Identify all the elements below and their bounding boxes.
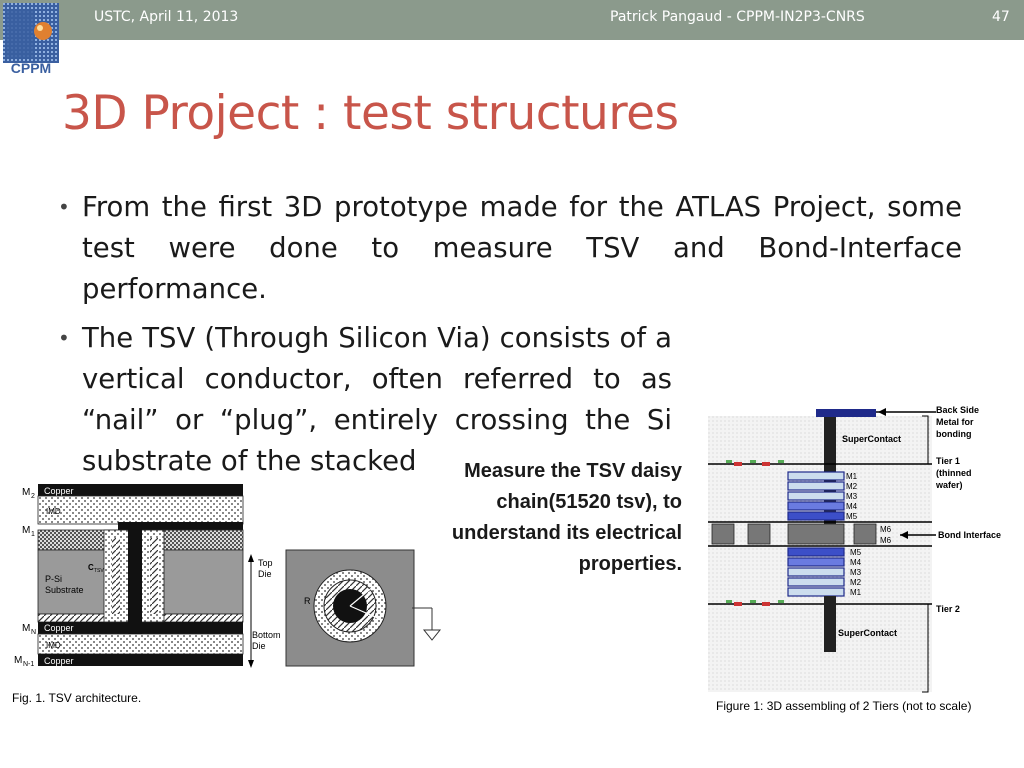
- label-mn: M: [22, 623, 30, 634]
- imd-top-label: IMD: [46, 507, 61, 516]
- svg-text:M6: M6: [880, 525, 892, 534]
- svg-text:M3: M3: [850, 568, 862, 577]
- svg-text:M1: M1: [846, 472, 858, 481]
- bond-interface-label: Bond Interface: [938, 530, 1001, 540]
- 3d-assembling-figure: Back Side Metal for bonding SuperContact…: [704, 400, 1019, 724]
- imd-bottom-label: IMD: [46, 641, 61, 650]
- psi-label: P-Si: [45, 574, 62, 584]
- fig1-caption: Fig. 1. TSV architecture.: [12, 691, 141, 705]
- svg-text:M4: M4: [850, 558, 862, 567]
- bullet-item: From the first 3D prototype made for the…: [58, 187, 962, 310]
- svg-text:N: N: [31, 629, 36, 636]
- logo-text: CPPM: [11, 60, 51, 75]
- page-title: 3D Project : test structures: [62, 86, 679, 141]
- svg-text:1: 1: [31, 531, 35, 538]
- top-die-label: Top: [258, 558, 273, 568]
- svg-text:M2: M2: [850, 578, 862, 587]
- svg-text:bonding: bonding: [936, 429, 972, 439]
- copper-top-label: Copper: [44, 486, 74, 496]
- substrate-label: Substrate: [45, 585, 84, 595]
- svg-text:TSV: TSV: [94, 568, 104, 574]
- copper-bottom-label: Copper: [44, 656, 74, 666]
- svg-text:M2: M2: [846, 482, 858, 491]
- supercontact-top-label: SuperContact: [842, 434, 901, 444]
- page-number: 47: [992, 9, 1010, 25]
- svg-text:Die: Die: [258, 569, 272, 579]
- svg-text:Metal for: Metal for: [936, 417, 974, 427]
- tsv-daisy-chain-note: Measure the TSV daisy chain(51520 tsv), …: [451, 460, 682, 575]
- label-m1: M: [22, 525, 30, 536]
- svg-text:M6: M6: [880, 536, 892, 545]
- cppm-logo: CPPM: [3, 3, 59, 76]
- header-bar: USTC, April 11, 2013 Patrick Pangaud - C…: [0, 0, 1024, 40]
- ctsv-label: C: [88, 563, 94, 572]
- svg-text:Die: Die: [252, 641, 266, 651]
- bottom-die-label: Bottom: [252, 630, 281, 640]
- svg-text:2: 2: [31, 493, 35, 500]
- tsv-architecture-figure: M 2 M 1 M N M N-1 Copper IMD P-Si Substr…: [8, 478, 448, 712]
- header-author: Patrick Pangaud - CPPM-IN2P3-CNRS: [610, 9, 865, 25]
- copper-mid-label: Copper: [44, 623, 74, 633]
- back-side-label: Back Side: [936, 405, 979, 415]
- svg-text:M4: M4: [846, 502, 858, 511]
- header-date: USTC, April 11, 2013: [94, 9, 239, 25]
- bullet-list: From the first 3D prototype made for the…: [58, 187, 962, 490]
- tier1-label: Tier 1: [936, 456, 960, 466]
- svg-text:M1: M1: [850, 588, 862, 597]
- svg-text:M3: M3: [846, 492, 858, 501]
- bullet-item: The TSV (Through Silicon Via) consists o…: [58, 318, 672, 482]
- svg-text:(thinned: (thinned: [936, 468, 972, 478]
- svg-text:M5: M5: [850, 548, 862, 557]
- label-mn1: M: [14, 655, 22, 666]
- fig2-caption: Figure 1: 3D assembling of 2 Tiers (not …: [716, 699, 971, 713]
- svg-text:M5: M5: [846, 512, 858, 521]
- label-m2: M: [22, 487, 30, 498]
- supercontact-bottom-label: SuperContact: [838, 628, 897, 638]
- svg-text:N-1: N-1: [23, 661, 34, 668]
- tier2-label: Tier 2: [936, 604, 960, 614]
- r-label: R: [304, 596, 311, 606]
- svg-text:wafer): wafer): [935, 480, 963, 490]
